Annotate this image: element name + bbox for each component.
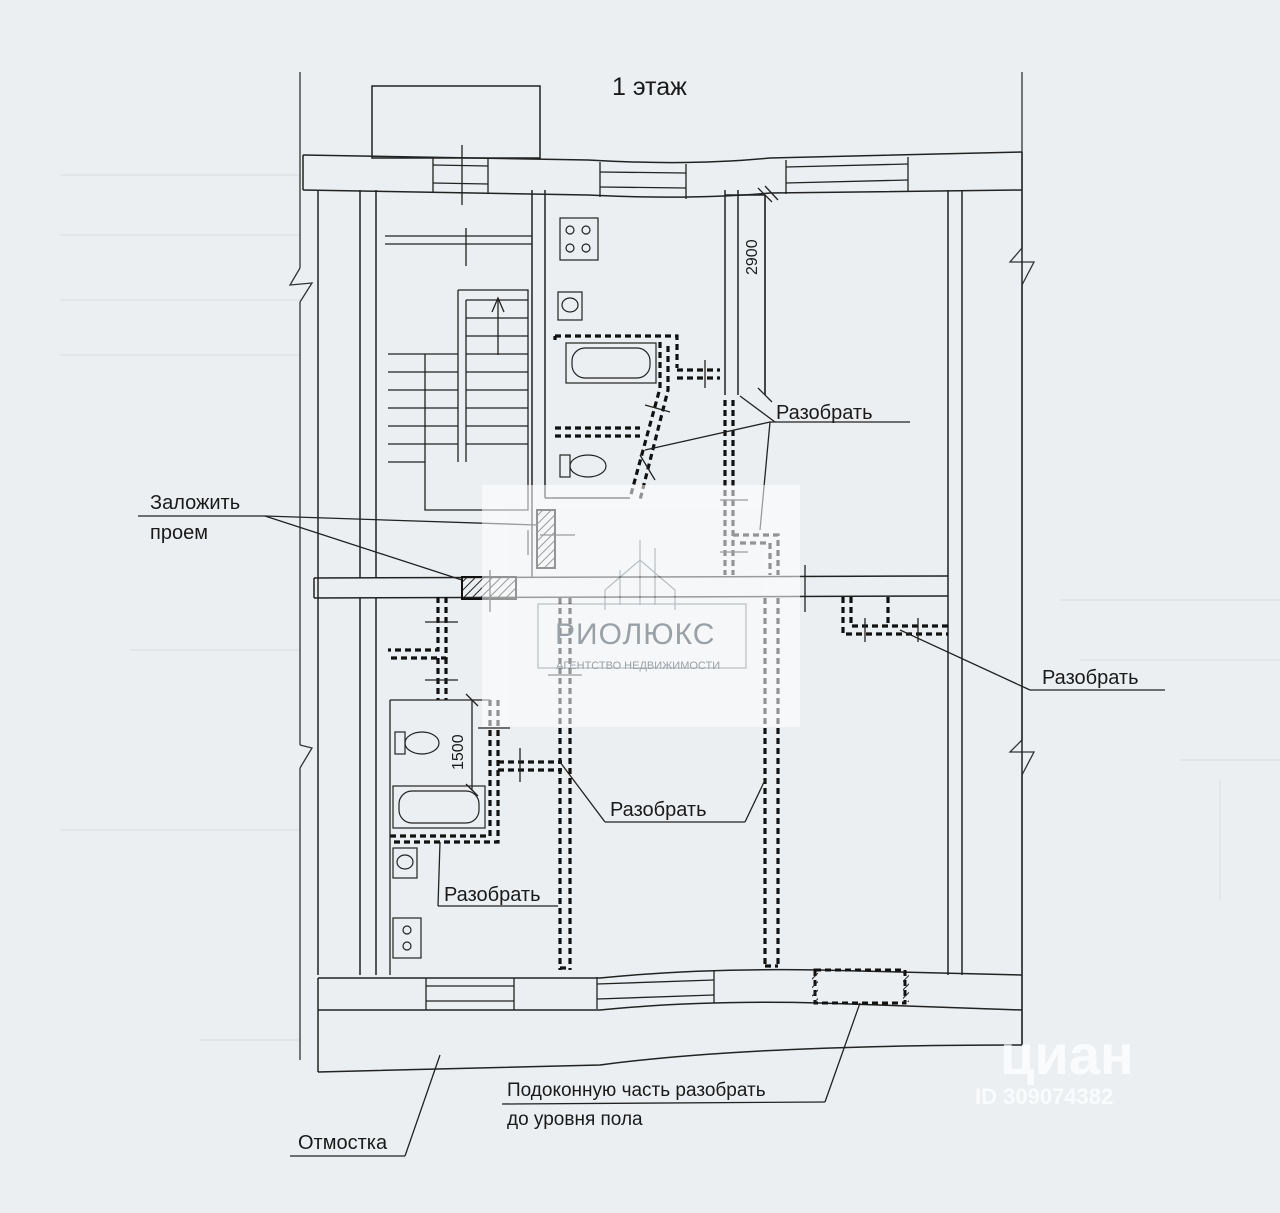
bathtub-lower-icon xyxy=(392,785,486,829)
label-otmostka: Отмостка xyxy=(298,1132,388,1154)
bathtub-icon xyxy=(565,342,657,384)
bottom-wall xyxy=(317,968,1023,1011)
cian-id: ID 309074382 xyxy=(975,1084,1114,1109)
bottom-windows xyxy=(425,970,715,1010)
right-wall xyxy=(947,190,1023,975)
blind-area xyxy=(317,1010,1023,1073)
label-proem: проем xyxy=(150,522,208,544)
toilet-icon xyxy=(559,454,607,478)
sink-lower-icon xyxy=(392,847,418,879)
label-razobrat-center: Разобрать xyxy=(610,799,707,821)
entrance-annex xyxy=(371,85,541,159)
sill-to-remove xyxy=(813,968,907,1005)
left-wall xyxy=(317,190,377,975)
top-windows xyxy=(432,157,909,199)
demolish-lower-left xyxy=(388,597,562,844)
label-razobrat-right: Разобрать xyxy=(1042,667,1139,689)
background-sheet-lines xyxy=(60,174,1280,1041)
label-razobrat-bottom-left: Разобрать xyxy=(444,884,541,906)
label-podokonnuyu: Подоконную часть разобрать xyxy=(507,1080,766,1101)
watermark-riolux xyxy=(482,485,800,727)
top-wall-cuts xyxy=(461,145,779,205)
toilet-lower-icon xyxy=(394,731,440,755)
dimension-1500-label: 1500 xyxy=(450,734,467,770)
stair-core xyxy=(385,228,532,511)
floor-title: 1 этаж xyxy=(612,73,687,101)
lower-bath-frame xyxy=(389,699,490,975)
top-wall xyxy=(302,151,1023,198)
dimension-2900-label: 2900 xyxy=(744,239,761,275)
stove-lower-icon xyxy=(392,917,422,959)
dimension-1500 xyxy=(465,693,479,797)
leader-lines xyxy=(138,395,1165,1157)
stove-icon xyxy=(559,217,599,261)
cian-logo-text: циан xyxy=(1000,1023,1134,1086)
label-zalozhit: Заложить xyxy=(150,492,241,514)
watermark-subtitle: АГЕНТСТВО НЕДВИЖИМОСТИ xyxy=(556,660,721,672)
demolish-right xyxy=(841,597,948,636)
watermark-brand: РИОЛЮКС xyxy=(555,618,716,651)
sink-icon xyxy=(557,291,583,321)
dimension-2900 xyxy=(757,187,773,403)
label-do-urovnya-pola: до уровня пола xyxy=(507,1109,643,1130)
label-razobrat-top: Разобрать xyxy=(776,402,873,424)
